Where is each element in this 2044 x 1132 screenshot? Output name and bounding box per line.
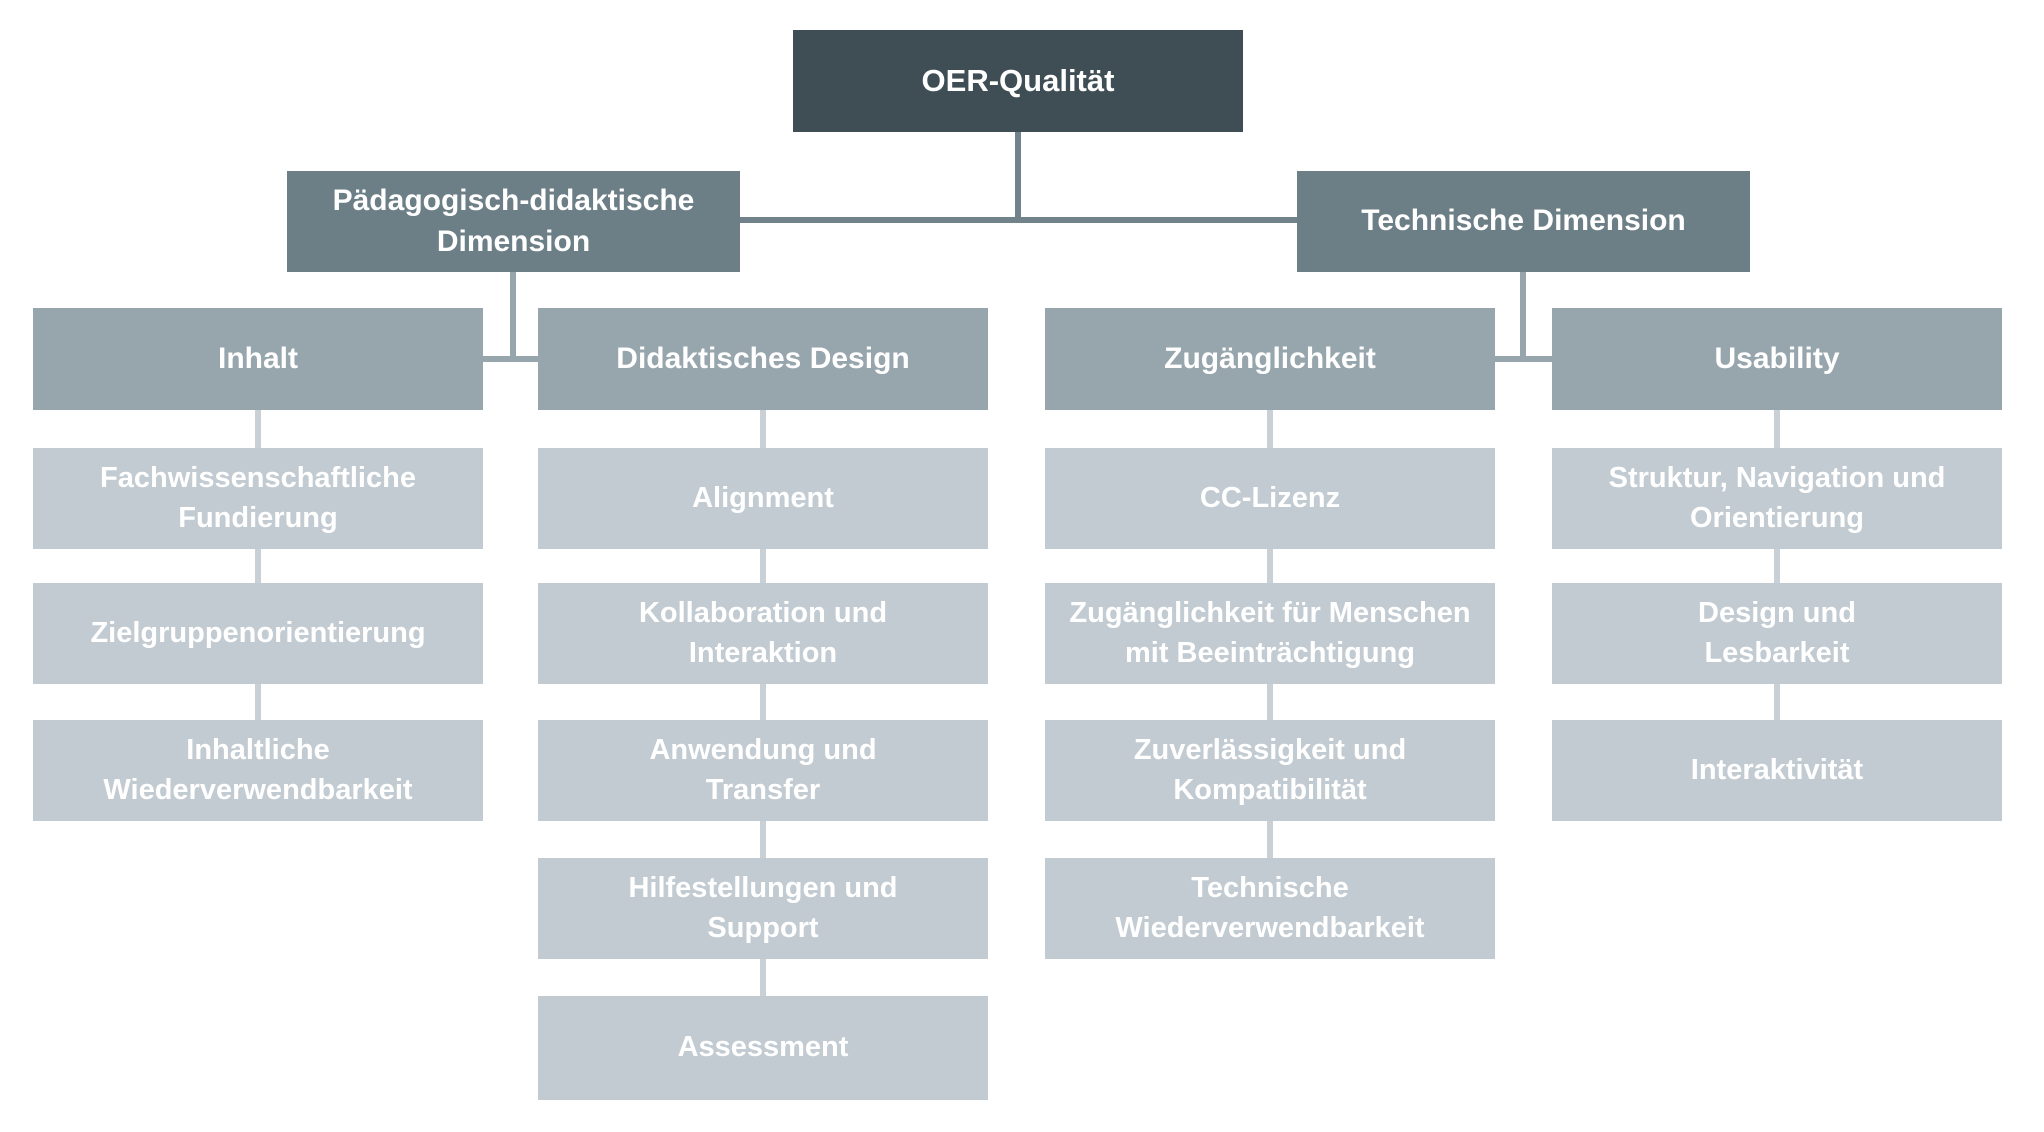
item-node-interaktivitaet: Interaktivität (1552, 720, 2002, 821)
item-node-design-und-lesbarkeit: Design und Lesbarkeit (1552, 583, 2002, 684)
item-label: Inhaltliche Wiederverwendbarkeit (103, 734, 413, 806)
item-label: Interaktivität (1690, 753, 1864, 786)
item-node-kollaboration-und-interaktion: Kollaboration und Interaktion (538, 583, 988, 684)
item-node-inhaltliche-wiederverwendbarkeit: Inhaltliche Wiederverwendbarkeit (33, 720, 483, 821)
dimension-label: Technische Dimension (1361, 204, 1686, 238)
item-node-assessment: Assessment (538, 996, 988, 1100)
root-node: OER-Qualität (793, 30, 1243, 132)
item-label: CC-Lizenz (1199, 481, 1341, 514)
connector-paedagogisch-vertical (510, 272, 516, 362)
item-node-zugaenglichkeit-fuer-menschen: Zugänglichkeit für Menschen mit Beeinträ… (1045, 583, 1495, 684)
item-label: Alignment (692, 481, 834, 514)
item-node-struktur-navigation-orientierung: Struktur, Navigation und Orientierung (1552, 448, 2002, 549)
item-node-fachwissenschaftliche-fundierung: Fachwissenschaftliche Fundierung (33, 448, 483, 549)
category-label: Didaktisches Design (616, 341, 910, 375)
connector-dimensions-horizontal (740, 217, 1297, 223)
category-node-inhalt: Inhalt (33, 308, 483, 410)
connector-technisch-horizontal (1495, 356, 1552, 362)
item-label: Hilfestellungen und Support (628, 872, 898, 944)
item-label: Fachwissenschaftliche Fundierung (100, 462, 416, 534)
category-label: Usability (1714, 341, 1840, 375)
dimension-label: Pädagogisch-didaktische Dimension (332, 183, 695, 258)
dimension-node-paedagogisch-didaktisch: Pädagogisch-didaktische Dimension (287, 171, 740, 272)
item-node-cc-lizenz: CC-Lizenz (1045, 448, 1495, 549)
item-label: Zugänglichkeit für Menschen mit Beeinträ… (1069, 597, 1471, 669)
connector-root-vertical (1015, 132, 1021, 223)
item-label: Anwendung und Transfer (649, 734, 877, 806)
root-node-label: OER-Qualität (921, 62, 1115, 98)
item-node-alignment: Alignment (538, 448, 988, 549)
category-label: Inhalt (218, 341, 298, 375)
item-label: Kollaboration und Interaktion (638, 597, 888, 669)
category-node-zugaenglichkeit: Zugänglichkeit (1045, 308, 1495, 410)
category-label: Zugänglichkeit (1164, 341, 1376, 375)
item-node-technische-wiederverwendbarkeit: Technische Wiederverwendbarkeit (1045, 858, 1495, 959)
item-node-hilfestellungen-und-support: Hilfestellungen und Support (538, 858, 988, 959)
item-label: Zuverlässigkeit und Kompatibilität (1133, 734, 1407, 806)
item-label: Design und Lesbarkeit (1698, 597, 1856, 669)
connector-column-inhalt (255, 410, 261, 722)
category-node-didaktisches-design: Didaktisches Design (538, 308, 988, 410)
item-label: Technische Wiederverwendbarkeit (1115, 872, 1425, 944)
item-node-zielgruppenorientierung: Zielgruppenorientierung (33, 583, 483, 684)
item-label: Struktur, Navigation und Orientierung (1608, 462, 1946, 534)
item-label: Zielgruppenorientierung (90, 616, 426, 649)
connector-paedagogisch-horizontal (483, 356, 538, 362)
connector-column-usability (1774, 410, 1780, 722)
connector-column-didaktisches-design (760, 410, 766, 998)
item-label: Assessment (677, 1031, 849, 1064)
item-node-zuverlaessigkeit-und-kompatibilitaet: Zuverlässigkeit und Kompatibilität (1045, 720, 1495, 821)
dimension-node-technisch: Technische Dimension (1297, 171, 1750, 272)
category-node-usability: Usability (1552, 308, 2002, 410)
connector-technisch-vertical (1520, 272, 1526, 362)
item-node-anwendung-und-transfer: Anwendung und Transfer (538, 720, 988, 821)
